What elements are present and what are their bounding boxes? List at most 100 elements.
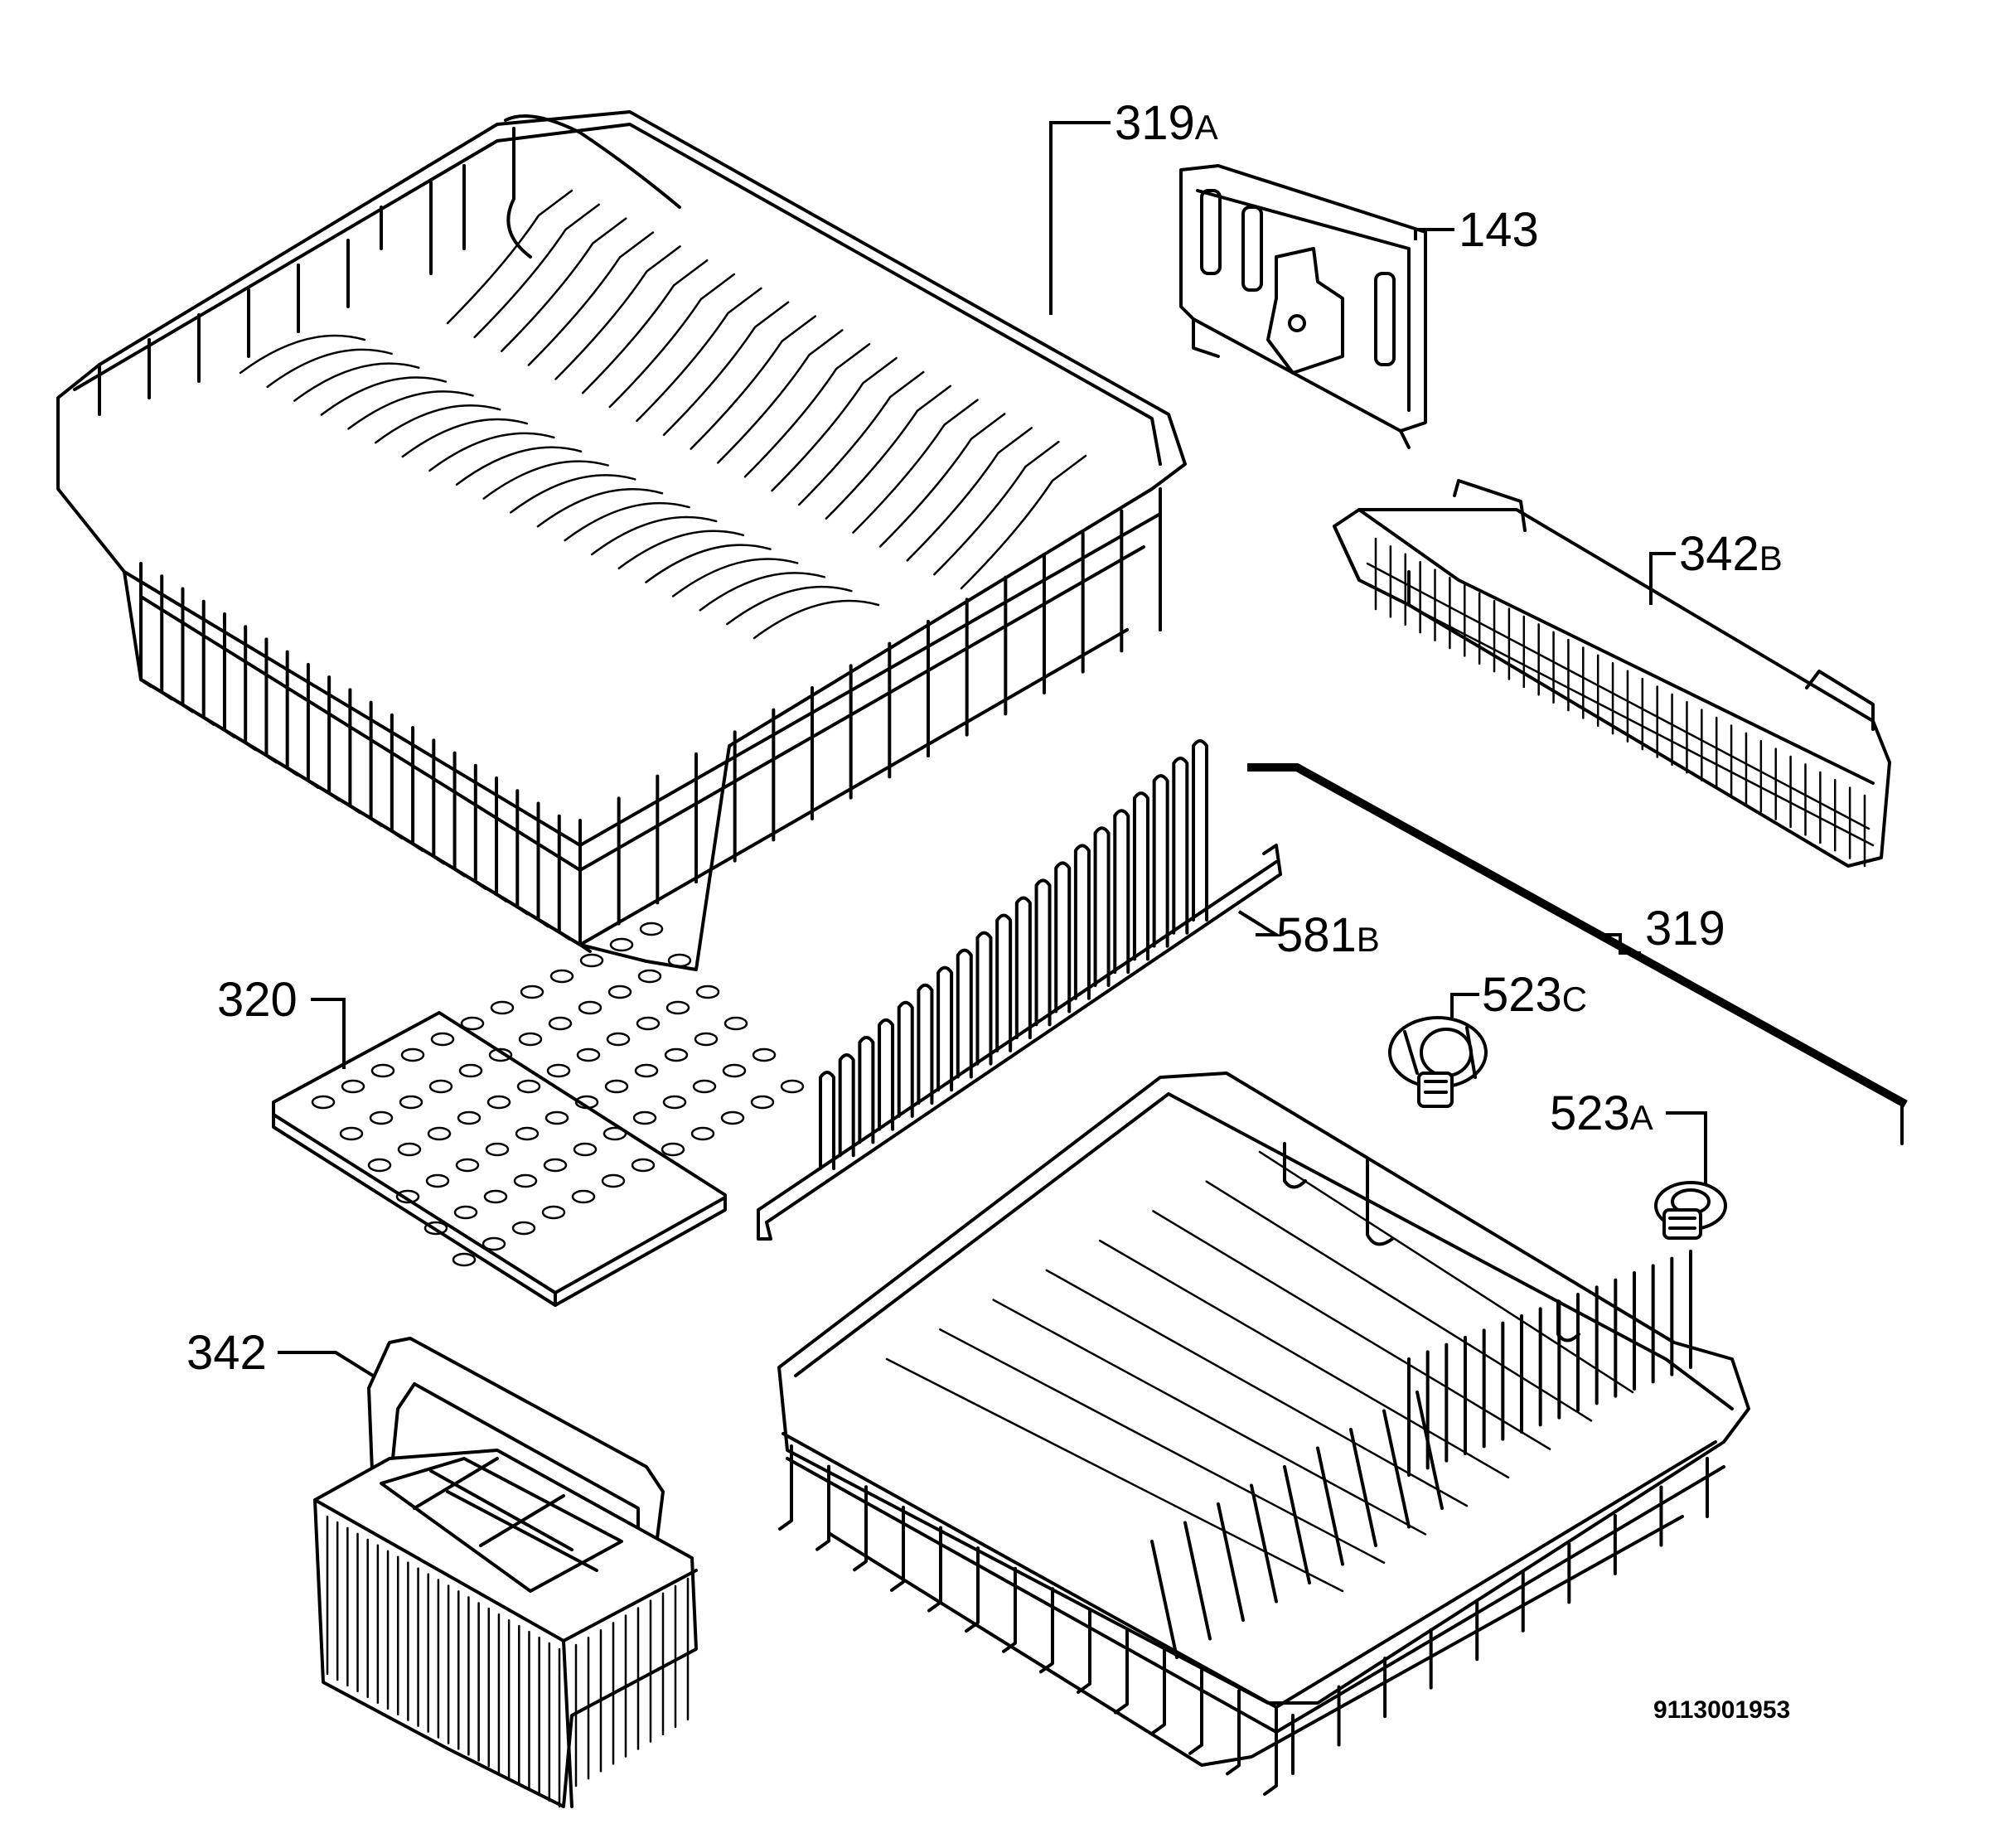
diagram-code: 9113001953 bbox=[1653, 1696, 1790, 1724]
lower-tine bbox=[1382, 1409, 1411, 1529]
label-342: 342 bbox=[186, 1326, 267, 1380]
grid-slot bbox=[601, 1173, 626, 1188]
upper-front-tine bbox=[515, 789, 530, 916]
tine bbox=[819, 1071, 835, 1170]
grid-slot bbox=[752, 1047, 777, 1062]
tine bbox=[956, 948, 973, 1079]
grid-slot bbox=[609, 937, 634, 952]
grid-slot bbox=[723, 1016, 748, 1031]
grid-slot bbox=[548, 1016, 573, 1031]
grid-slot bbox=[780, 1079, 805, 1094]
tine bbox=[878, 1018, 895, 1131]
label-523a: 523A bbox=[1550, 1086, 1653, 1140]
grid-slot bbox=[458, 1063, 483, 1078]
lower-grid-line bbox=[939, 1328, 1386, 1564]
grid-slot bbox=[690, 1126, 715, 1141]
label-523c: 523C bbox=[1482, 968, 1587, 1022]
grid-slot bbox=[518, 1032, 543, 1047]
tine bbox=[1192, 739, 1208, 922]
folding-tine-row bbox=[757, 739, 1282, 1241]
grid-slot bbox=[516, 1079, 541, 1094]
plate-rack-curve bbox=[564, 501, 690, 542]
plate-rack-tine bbox=[473, 203, 600, 339]
lower-leg bbox=[927, 1526, 942, 1613]
grid-slot bbox=[576, 1047, 601, 1062]
grid-slot bbox=[573, 1142, 598, 1157]
grid-slot bbox=[692, 1079, 717, 1094]
tine bbox=[1054, 861, 1072, 1013]
upper-front-tine bbox=[536, 801, 550, 928]
upper-front-tine bbox=[160, 574, 174, 701]
plate-rack-tine bbox=[717, 329, 844, 464]
grid-slot bbox=[339, 1126, 364, 1141]
plate-rack-tine bbox=[797, 370, 925, 506]
plate-rack-curve bbox=[482, 460, 609, 500]
cutlery-tray bbox=[1333, 479, 1891, 868]
upper-front-tine bbox=[495, 776, 509, 903]
grid-insert bbox=[272, 922, 805, 1307]
tine bbox=[1172, 757, 1189, 935]
grid-slot bbox=[452, 1252, 477, 1267]
grid-slot bbox=[425, 1173, 450, 1188]
grid-slot bbox=[455, 1158, 480, 1173]
grid-slot bbox=[750, 1095, 775, 1110]
upper-front-tine bbox=[264, 637, 278, 764]
lower-basket bbox=[777, 1072, 1750, 1796]
tine bbox=[1152, 774, 1169, 948]
plate-rack-curve bbox=[401, 418, 529, 458]
tine bbox=[897, 1000, 914, 1118]
grid-slot bbox=[639, 922, 664, 936]
grid-slot bbox=[543, 1158, 568, 1173]
plate-rack-tine bbox=[933, 440, 1060, 576]
lower-grid-line bbox=[992, 1299, 1427, 1536]
upper-front-tine bbox=[390, 713, 404, 839]
grid-slot bbox=[603, 1126, 627, 1141]
plate-rack-tine bbox=[527, 231, 655, 366]
plate-rack-curve bbox=[293, 362, 420, 402]
grid-slot bbox=[637, 969, 662, 984]
grid-slot bbox=[341, 1079, 365, 1094]
lower-tine bbox=[1283, 1465, 1311, 1584]
upper-front-tine bbox=[411, 726, 425, 853]
grid-slot bbox=[631, 1158, 656, 1173]
grid-slot bbox=[397, 1142, 422, 1157]
lower-leg bbox=[1226, 1689, 1241, 1776]
plate-rack-tine bbox=[743, 343, 871, 478]
upper-front-tine bbox=[181, 587, 195, 714]
plate-rack-curve bbox=[753, 599, 880, 640]
grid-slot bbox=[632, 1110, 657, 1125]
upper-front-tine bbox=[327, 675, 341, 802]
lower-leg bbox=[1188, 1668, 1203, 1755]
plate-rack-curve bbox=[699, 572, 825, 612]
grid-slot bbox=[485, 1142, 510, 1157]
part-labels: 319A 143 342B 319 581B 320 523C 523A 342… bbox=[186, 96, 1790, 1724]
tine bbox=[1113, 809, 1130, 975]
plate-rack-curve bbox=[536, 488, 664, 528]
upper-front-tine bbox=[452, 751, 467, 878]
grid-slot bbox=[694, 1032, 719, 1047]
plate-rack-curve bbox=[428, 432, 555, 472]
label-319a: 319A bbox=[1115, 96, 1218, 150]
plate-rack-curve bbox=[455, 446, 583, 486]
grid-slot bbox=[427, 1126, 452, 1141]
plate-rack-tine bbox=[608, 273, 736, 409]
upper-front-tine bbox=[348, 688, 362, 815]
lower-grid-line bbox=[885, 1357, 1344, 1593]
grid-slot bbox=[662, 1095, 687, 1110]
upper-front-tine bbox=[473, 763, 487, 890]
grid-slot bbox=[511, 1221, 536, 1236]
plate-rack-tine bbox=[636, 287, 762, 423]
grid-slot bbox=[579, 953, 604, 968]
grid-slot bbox=[486, 1095, 511, 1110]
upper-front-tine bbox=[432, 738, 446, 865]
grid-slot bbox=[423, 1221, 448, 1236]
plate-rack-curve bbox=[726, 585, 853, 626]
plate-rack-tine bbox=[960, 454, 1087, 590]
grid-slot bbox=[430, 1032, 455, 1047]
grid-slot bbox=[664, 1047, 689, 1062]
plate-rack-curve bbox=[617, 530, 745, 570]
upper-front-tine bbox=[139, 562, 152, 688]
lower-grid-line bbox=[1045, 1269, 1469, 1507]
grid-slot bbox=[549, 969, 574, 984]
grid-slot bbox=[370, 1063, 395, 1078]
